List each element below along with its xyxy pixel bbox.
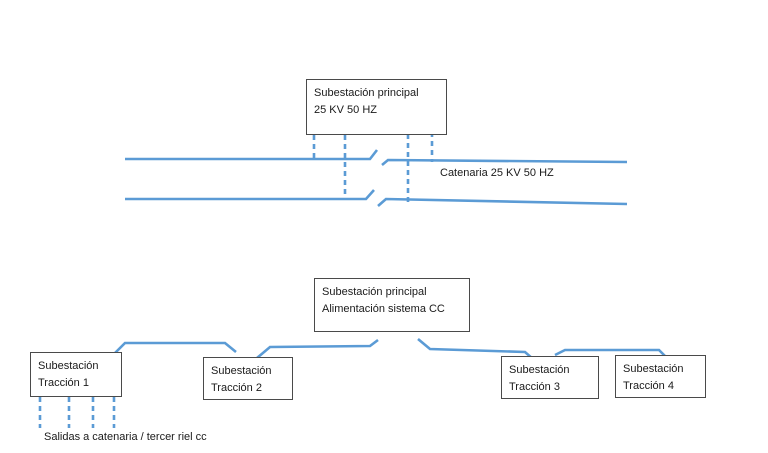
dc-link-3-4 — [554, 348, 666, 357]
catenary-line-upper — [125, 149, 379, 161]
traction-substation-2-line1: Subestación — [211, 365, 272, 377]
traction-substation-4-line2: Tracción 4 — [623, 380, 674, 392]
traction-substation-2: Subestación Tracción 2 — [203, 357, 293, 400]
traction-substation-1-line1: Subestación — [38, 360, 99, 372]
traction-substation-2-line2: Tracción 2 — [211, 382, 262, 394]
traction-substation-3-line2: Tracción 3 — [509, 381, 560, 393]
traction-substation-4: Subestación Tracción 4 — [615, 355, 706, 398]
traction-substation-3: Subestación Tracción 3 — [501, 356, 599, 399]
catenary-line-lower — [125, 189, 375, 201]
traction-substation-4-line1: Subestación — [623, 363, 684, 375]
main-substation-dc-line2: Alimentación sistema CC — [322, 303, 445, 315]
traction-substation-1: Subestación Tracción 1 — [30, 352, 122, 397]
dc-link-1-2 — [111, 341, 237, 357]
catenary-line-upper-right — [381, 158, 628, 166]
dc-link-2-main — [256, 338, 379, 359]
traction-substation-3-line1: Subestación — [509, 364, 570, 376]
main-substation-25kv: Subestación principal 25 KV 50 HZ — [306, 79, 447, 135]
main-substation-25kv-line2: 25 KV 50 HZ — [314, 104, 377, 116]
main-substation-dc-line1: Subestación principal — [322, 286, 427, 298]
catenary-line-lower-right — [377, 197, 628, 207]
catenary-label: Catenaria 25 KV 50 HZ — [440, 167, 554, 179]
dc-link-main-3 — [417, 338, 534, 360]
main-substation-dc: Subestación principal Alimentación siste… — [314, 278, 470, 332]
outputs-label: Salidas a catenaria / tercer riel cc — [44, 431, 207, 443]
traction-substation-1-line2: Tracción 1 — [38, 377, 89, 389]
main-substation-25kv-line1: Subestación principal — [314, 87, 419, 99]
